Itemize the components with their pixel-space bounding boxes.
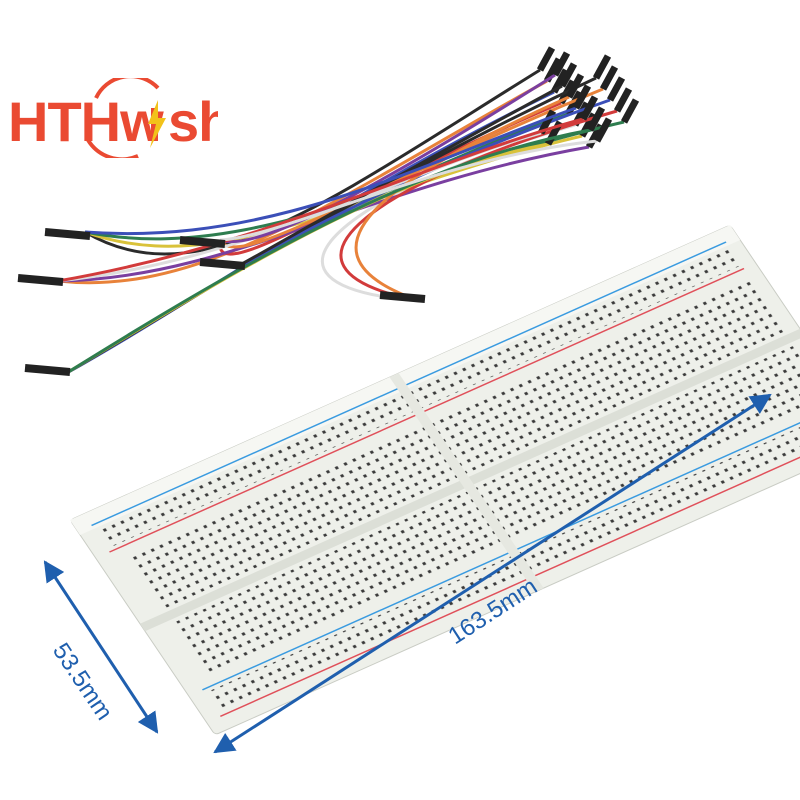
- wire-connector: [579, 95, 599, 121]
- wire-connector: [613, 87, 633, 113]
- svg-text:sh: sh: [168, 90, 218, 153]
- wire-connector: [536, 46, 556, 72]
- length-dimension-arrow: [213, 393, 772, 754]
- wire-connector: [565, 73, 585, 99]
- width-label: 53.5mm: [47, 638, 118, 725]
- jumper-wire: [57, 117, 584, 283]
- brand-logo: HTHw sh: [8, 78, 218, 158]
- jumper-wire: [64, 128, 591, 376]
- wire-connector: [620, 98, 640, 124]
- jumper-wire: [339, 109, 618, 303]
- wire-connector: [599, 65, 619, 91]
- wire-connector: [606, 76, 626, 102]
- jumper-wire: [219, 139, 598, 242]
- breadboard: [70, 225, 800, 735]
- wire-connector: [551, 51, 571, 77]
- width-dimension-arrow: [43, 560, 159, 734]
- wire-connector: [24, 364, 71, 376]
- wire-connector: [592, 54, 612, 80]
- svg-text:HTHw: HTHw: [8, 90, 164, 153]
- wire-connector: [593, 117, 613, 143]
- wire-connector: [572, 84, 592, 110]
- wire-connector: [199, 258, 246, 270]
- jumper-wires: [17, 46, 640, 376]
- wire-connector: [179, 236, 226, 248]
- jumper-wire: [219, 73, 556, 244]
- wire-connector: [44, 228, 91, 240]
- jumper-wire: [84, 106, 577, 236]
- wire-connector: [586, 106, 606, 132]
- jumper-wire: [354, 95, 570, 303]
- wire-connector: [558, 62, 578, 88]
- wire-connector: [17, 274, 64, 286]
- wire-connector: [379, 291, 426, 303]
